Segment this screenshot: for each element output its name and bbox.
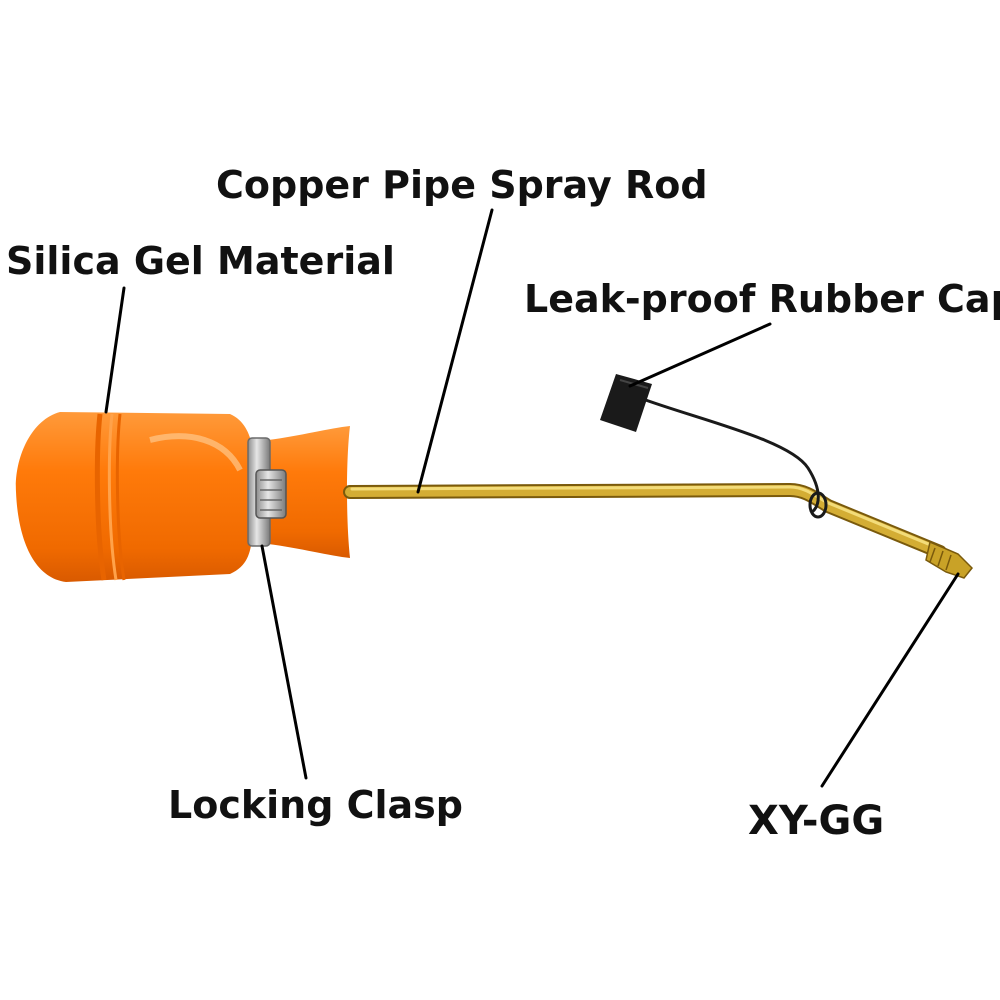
- leader-copper-pipe-spray-rod: [416, 208, 494, 494]
- label-leak-proof-rubber-cap: Leak-proof Rubber Cap: [524, 277, 1000, 321]
- label-model-xy-gg: XY-GG: [748, 798, 884, 844]
- label-copper-pipe-spray-rod: Copper Pipe Spray Rod: [216, 163, 708, 207]
- nozzle-tip: [925, 540, 974, 579]
- label-silica-gel-material: Silica Gel Material: [6, 239, 395, 283]
- silica-gel-bulb: [15, 412, 350, 582]
- leader-leak-proof-rubber-cap: [628, 322, 772, 388]
- label-locking-clasp: Locking Clasp: [168, 783, 463, 827]
- copper-spray-rod: [343, 482, 947, 559]
- locking-clasp: [247, 437, 287, 547]
- leader-xy-gg: [820, 572, 960, 788]
- leader-locking-clasp: [260, 544, 308, 780]
- leader-silica-gel-material: [104, 286, 126, 414]
